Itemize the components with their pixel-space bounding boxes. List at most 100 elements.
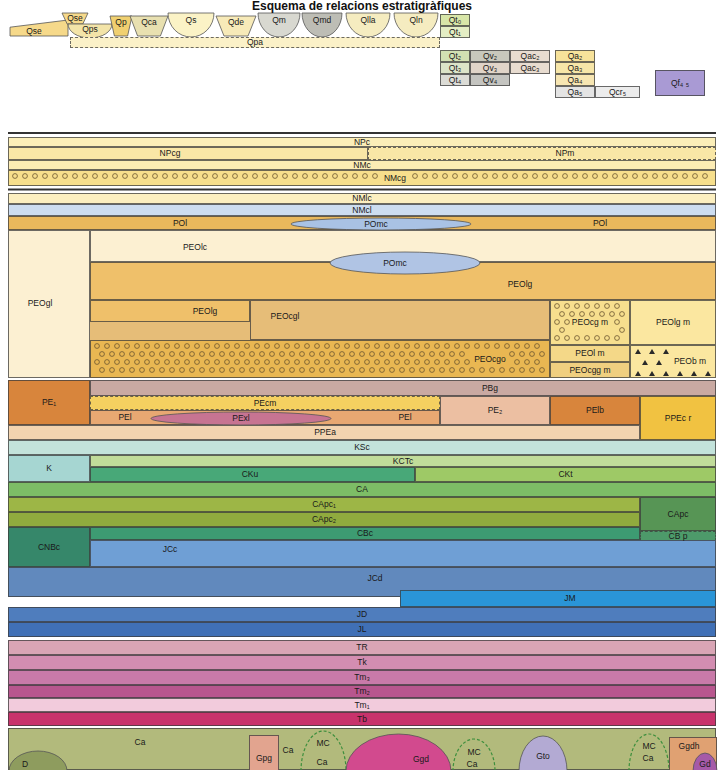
unit-code: CNBc	[38, 543, 60, 552]
pebble-symbol	[193, 174, 198, 179]
pebble-symbol	[565, 336, 570, 341]
pebble-symbol	[435, 344, 440, 349]
breccia-symbol	[635, 349, 641, 354]
pebble-symbol	[603, 174, 608, 179]
pebble-symbol	[420, 352, 425, 357]
unit-band: Qt₁	[440, 26, 470, 38]
unit-band: Qa₄	[555, 74, 595, 86]
pebble-symbol	[280, 368, 285, 373]
pebble-symbol	[350, 368, 355, 373]
unit-outline: Gd	[693, 753, 717, 770]
unit-code: Ca	[135, 738, 146, 747]
unit-band: Qv₂	[470, 50, 510, 62]
unit-code: Qln	[409, 16, 422, 25]
unit-outline-path	[62, 13, 88, 24]
unit-band: Qac₃	[510, 62, 550, 74]
unit-code: Ggdh	[679, 742, 700, 751]
unit-code: Qt₃	[449, 64, 461, 73]
unit-code: CApc₂	[312, 515, 336, 524]
pebble-symbol	[310, 368, 315, 373]
pebble-symbol	[110, 368, 115, 373]
unit-code: PEOcgg m	[569, 366, 610, 375]
unit-band: JCc	[90, 540, 716, 567]
pebble-symbol	[83, 174, 88, 179]
pebble-symbol	[273, 174, 278, 179]
pebble-symbol	[205, 360, 210, 365]
pebble-symbol	[683, 174, 688, 179]
pebble-symbol	[33, 174, 38, 179]
pebble-symbol	[53, 174, 58, 179]
unit-band: CKt	[415, 467, 716, 482]
pebble-symbol	[540, 352, 545, 357]
pebble-symbol	[510, 352, 515, 357]
unit-outline-path	[130, 16, 168, 36]
pebble-symbol	[555, 336, 560, 341]
pebble-symbol	[135, 360, 140, 365]
unit-code: PEl	[398, 413, 411, 422]
pebble-symbol	[613, 174, 618, 179]
pebble-symbol	[280, 352, 285, 357]
pebble-symbol	[245, 344, 250, 349]
unit-code: PEOgl	[28, 299, 53, 308]
pebble-symbol	[533, 174, 538, 179]
unit-band: Tm₁	[8, 698, 716, 712]
pebble-symbol	[300, 368, 305, 373]
pebble-symbol	[345, 360, 350, 365]
pebble-symbol	[580, 312, 585, 317]
unit-code: NMcg	[384, 174, 406, 183]
unit-code: Qt₂	[449, 52, 461, 61]
unit-code: Qt₄	[449, 76, 461, 85]
unit-band: NMcl	[8, 204, 716, 216]
pebble-symbol	[160, 352, 165, 357]
pebble-symbol	[473, 174, 478, 179]
pebble-symbol	[255, 360, 260, 365]
unit-code: NPm	[556, 149, 575, 158]
pebble-symbol	[325, 344, 330, 349]
pebble-symbol	[515, 360, 520, 365]
pebble-symbol	[155, 344, 160, 349]
unit-code: PPEc r	[665, 414, 691, 423]
pebble-symbol	[560, 328, 565, 333]
unit-code: CApc	[668, 510, 689, 519]
pebble-symbol	[390, 368, 395, 373]
pebble-symbol	[145, 344, 150, 349]
unit-outline: Ggd	[346, 734, 451, 770]
pebble-symbol	[605, 336, 610, 341]
unit-outline-path	[301, 731, 346, 770]
pebble-symbol	[595, 304, 600, 309]
pebble-symbol	[275, 360, 280, 365]
pebble-symbol	[525, 344, 530, 349]
pebble-symbol	[593, 174, 598, 179]
pebble-symbol	[315, 360, 320, 365]
pebble-symbol	[190, 368, 195, 373]
pebble-symbol	[633, 174, 638, 179]
pebble-symbol	[235, 344, 240, 349]
unit-band: Qt₀	[440, 14, 470, 26]
pebble-symbol	[320, 352, 325, 357]
pebble-symbol	[503, 174, 508, 179]
pebble-symbol	[653, 174, 658, 179]
unit-code: Qpa	[247, 38, 263, 47]
pebble-symbol	[235, 360, 240, 365]
pebble-symbol	[460, 368, 465, 373]
pebble-symbol	[313, 174, 318, 179]
pebble-symbol	[170, 368, 175, 373]
pebble-symbol	[165, 344, 170, 349]
pebble-symbol	[330, 368, 335, 373]
pebble-symbol	[553, 174, 558, 179]
unit-code: Qca	[141, 18, 157, 27]
pebble-symbol	[440, 368, 445, 373]
pebble-symbol	[513, 174, 518, 179]
pebble-symbol	[563, 174, 568, 179]
pebble-symbol	[270, 368, 275, 373]
pebble-symbol	[110, 352, 115, 357]
unit-band: JL	[8, 622, 716, 637]
unit-outline: POmc	[291, 218, 471, 230]
unit-band: PPEc r	[640, 396, 716, 440]
pebble-symbol	[185, 360, 190, 365]
pebble-symbol	[203, 174, 208, 179]
pebble-symbol	[13, 174, 18, 179]
pebble-symbol	[410, 352, 415, 357]
unit-band: PEOgl	[8, 230, 90, 378]
pebble-symbol	[150, 352, 155, 357]
